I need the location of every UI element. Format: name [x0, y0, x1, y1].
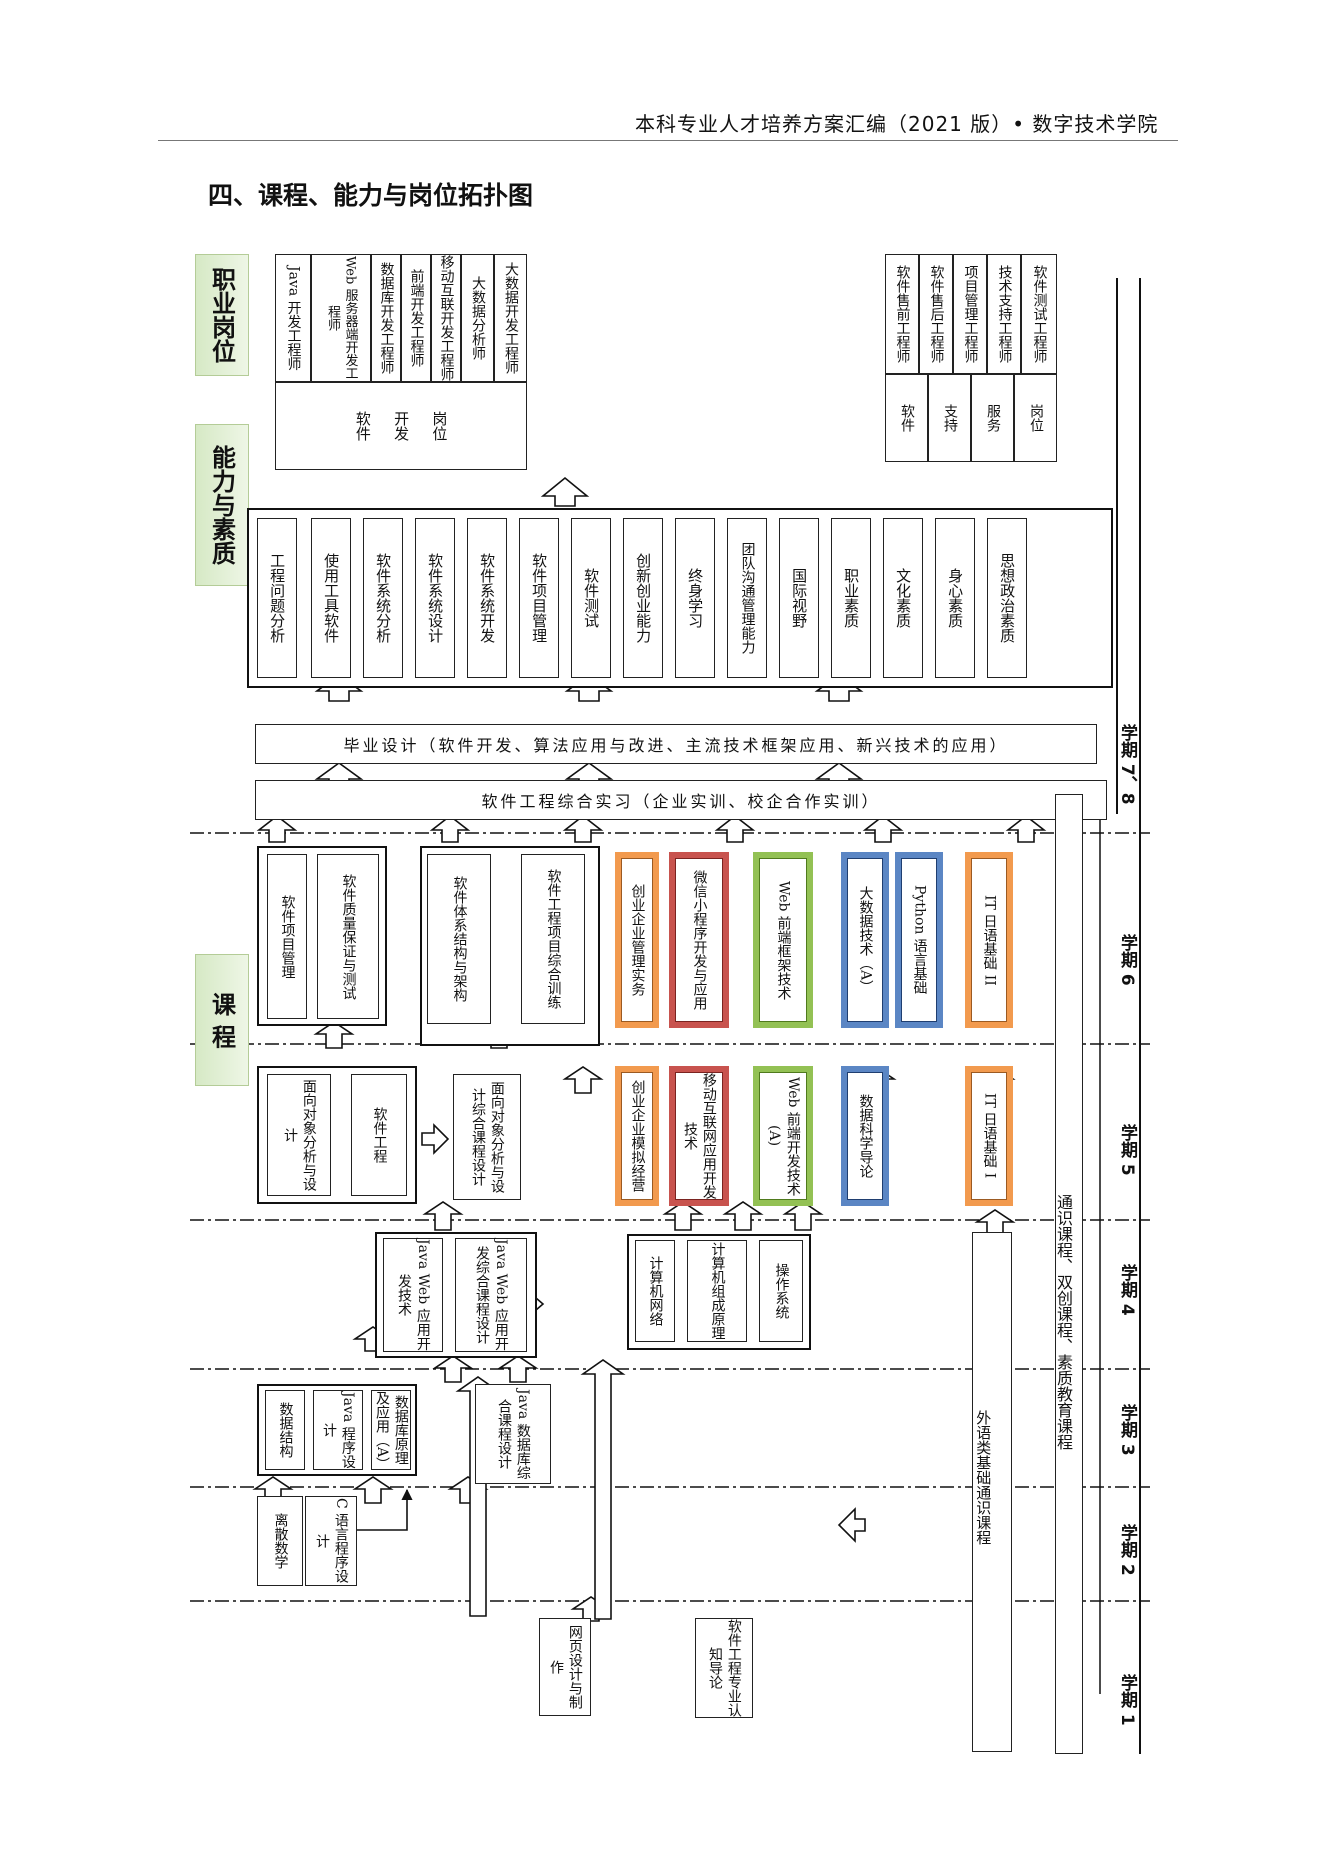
ability-item: 软件系统分析 [363, 518, 403, 678]
section-title: 四、课程、能力与岗位拓扑图 [208, 181, 534, 210]
course-box: 软件项目管理 [267, 854, 307, 1019]
course-box-red: 移动互联网应用开发技术 [669, 1066, 729, 1206]
term-label: 学期 1 [1117, 1674, 1137, 1726]
ability-item: 终身学习 [675, 518, 715, 678]
ability-item: 使用工具软件 [311, 518, 351, 678]
course-box-green: Web 前端开发技术(A) [753, 1066, 813, 1206]
career-dev-label: 软件 开发 岗位 [275, 382, 527, 470]
course-box: Java 程序设计 [313, 1390, 363, 1470]
term-label: 学期 5 [1117, 1124, 1137, 1176]
course-box-blue: 大数据技术（A） [841, 852, 889, 1028]
term-label: 学期 4 [1117, 1264, 1137, 1316]
course-box: 面向对象分析与设计 [267, 1074, 331, 1196]
general-ed-label: 通识课程、双创课程、素质教育课程 [1054, 1194, 1073, 1450]
career-item: Web 服务器端开发工程师 [311, 254, 371, 382]
ability-heading: 能力与素质 [195, 424, 249, 586]
course-box-orange: IT 日语基础 II [965, 852, 1013, 1028]
career-item: 技术支持工程师 [987, 254, 1021, 374]
internship-bar: 软件工程综合实习（企业实训、校企合作实训） [255, 780, 1107, 820]
course-box: 操作系统 [759, 1240, 803, 1342]
course-box: 数据结构 [265, 1390, 305, 1470]
course-box: 软件工程专业认知导论 [695, 1618, 753, 1718]
course-box-green: Web 前端框架技术 [753, 852, 813, 1028]
career-item: 软件售后工程师 [919, 254, 953, 374]
ability-item: 职业素质 [831, 518, 871, 678]
career-support-label-part: 支持 [928, 374, 971, 462]
foreign-language-bar: 外语类基础通识课程 [972, 1232, 1012, 1752]
course-box: Java Web 应用开发综合课程设计 [455, 1238, 527, 1352]
topology-diagram: 职业岗位 能力与素质 课 程 软件 开发 岗位 Java 开发工程师 Web 服… [175, 234, 1155, 1769]
career-support-label-part: 软件 [885, 374, 928, 462]
course-box: 网页设计与制作 [539, 1618, 591, 1716]
course-box: Java Web 应用开发技术 [383, 1238, 443, 1352]
ability-item: 软件系统开发 [467, 518, 507, 678]
course-box: 软件体系结构与架构 [427, 854, 491, 1024]
course-box: 计算机网络 [635, 1240, 675, 1342]
course-box: Java 数据库综合课程设计 [475, 1384, 551, 1484]
career-heading: 职业岗位 [195, 254, 249, 376]
graduation-bar: 毕业设计（软件开发、算法应用与改进、主流技术框架应用、新兴技术的应用） [255, 724, 1097, 764]
header-divider [158, 140, 1178, 141]
term-label: 学期 3 [1117, 1404, 1137, 1456]
page-header: 本科专业人才培养方案汇编（2021 版）• 数字技术学院 [635, 112, 1159, 136]
ability-item: 软件系统设计 [415, 518, 455, 678]
ability-item: 国际视野 [779, 518, 819, 678]
career-dev-label-part: 岗位 [430, 411, 449, 441]
course-heading: 课 程 [195, 954, 249, 1086]
career-support-label-part: 岗位 [1014, 374, 1057, 462]
ability-item: 身心素质 [935, 518, 975, 678]
career-item: 移动互联开发工程师 [431, 254, 461, 382]
ability-item: 思想政治素质 [987, 518, 1027, 678]
career-item: 软件售前工程师 [885, 254, 919, 374]
career-item: 大数据开发工程师 [494, 254, 527, 382]
course-box-orange: 创业企业模拟经营 [615, 1066, 659, 1206]
career-item: Java 开发工程师 [275, 254, 311, 382]
term-label: 学期 2 [1117, 1524, 1137, 1576]
career-item: 软件测试工程师 [1021, 254, 1057, 374]
course-box-red: 微信小程序开发与应用 [669, 852, 729, 1028]
career-dev-label-part: 开发 [392, 411, 411, 441]
ability-item: 软件项目管理 [519, 518, 559, 678]
course-box-orange: 创业企业管理实务 [615, 852, 659, 1028]
term-label: 学期 7、8 [1117, 724, 1137, 805]
course-box-blue: Python 语言基础 [895, 852, 943, 1028]
course-box: C 语言程序设计 [305, 1496, 357, 1586]
ability-item: 文化素质 [883, 518, 923, 678]
ability-item: 团队沟通管理能力 [727, 518, 767, 678]
course-box: 软件工程项目综合训练 [521, 854, 585, 1024]
course-box: 离散数学 [257, 1496, 303, 1586]
career-dev-label-part: 软件 [353, 411, 372, 441]
ability-item: 软件测试 [571, 518, 611, 678]
career-item: 项目管理工程师 [953, 254, 987, 374]
course-box: 软件质量保证与测试 [317, 854, 379, 1019]
career-item: 数据库开发工程师 [371, 254, 401, 382]
term-label: 学期 6 [1117, 934, 1137, 986]
course-box-orange: IT 日语基础 I [965, 1066, 1013, 1206]
career-support-label-part: 服务 [971, 374, 1014, 462]
course-box: 数据库原理及应用（A） [371, 1390, 411, 1471]
course-box-blue: 数据科学导论 [841, 1066, 889, 1206]
career-item: 大数据分析师 [461, 254, 494, 382]
ability-item: 创新创业能力 [623, 518, 663, 678]
course-box: 计算机组成原理 [687, 1240, 747, 1342]
course-box: 面向对象分析与设计综合课程设计 [453, 1074, 521, 1200]
general-ed-bar [1055, 794, 1083, 1754]
ability-item: 工程问题分析 [257, 518, 297, 678]
career-item: 前端开发工程师 [401, 254, 431, 382]
course-box: 软件工程 [351, 1074, 407, 1196]
